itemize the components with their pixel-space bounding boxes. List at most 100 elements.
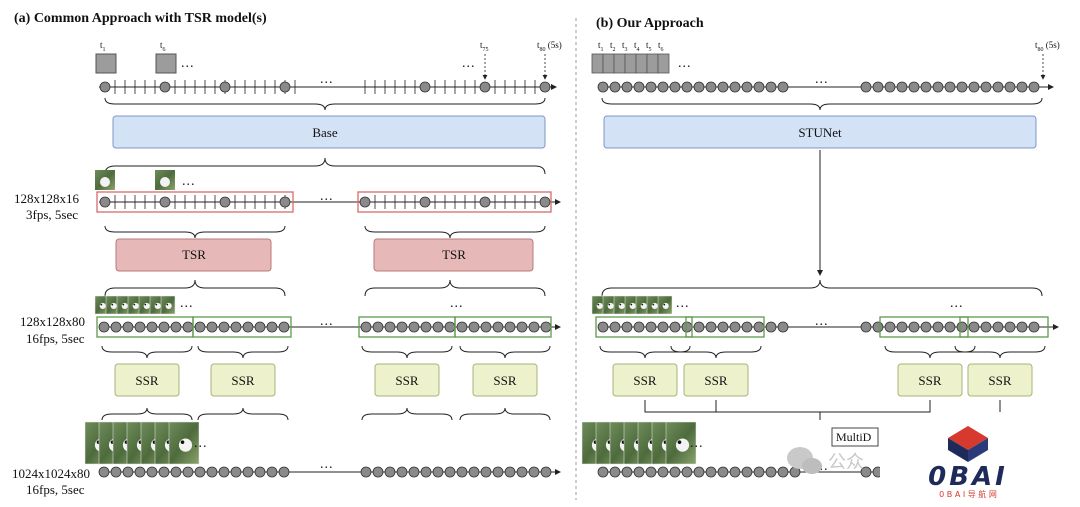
panda-eye	[100, 303, 103, 306]
right-green-group-3	[879, 316, 969, 338]
ssr-block	[612, 363, 678, 397]
brace-tsr2-out	[364, 279, 546, 297]
timeline-node	[266, 466, 278, 478]
left-row1-thumbs	[95, 170, 175, 190]
timeline-node	[516, 466, 528, 478]
left-timeline-4-ellipsis: ...	[320, 457, 334, 472]
timeline-node	[444, 321, 456, 333]
obai-logo: 0BAI 0 B A I 导 航 网	[928, 426, 1005, 499]
timeline-node	[681, 321, 693, 333]
left-red-group-2	[357, 191, 552, 213]
ssr-label: SSR	[395, 373, 418, 388]
res1-line2: 3fps, 5sec	[26, 207, 78, 222]
left-green-group-4	[454, 316, 552, 338]
right-row3-thumbs	[581, 421, 697, 465]
timeline-node	[956, 321, 968, 333]
panda-eye	[133, 303, 136, 306]
timeline-node	[944, 321, 956, 333]
timeline-node	[99, 196, 111, 208]
timeline-node	[492, 466, 504, 478]
timeline-node	[254, 321, 266, 333]
base-label: Base	[312, 125, 338, 140]
timeline-node	[360, 466, 372, 478]
res3-line2: 16fps, 5sec	[26, 482, 85, 497]
timeline-node	[218, 466, 230, 478]
right-ssr-merge	[644, 400, 1001, 420]
res1-line1: 128x128x16	[14, 191, 80, 206]
timeline-node	[968, 81, 980, 93]
multi-block	[831, 427, 879, 447]
panda-face	[165, 302, 172, 309]
tsr-block-1	[115, 238, 272, 272]
timeline-node	[741, 466, 753, 478]
ssr-label: SSR	[135, 373, 158, 388]
timeline-node	[278, 466, 290, 478]
right-timeline-1-ellipsis: ...	[815, 72, 829, 87]
panda-face	[143, 302, 150, 309]
logo-subtitle: 0 B A I 导 航 网	[939, 489, 997, 499]
right-keyframe	[657, 53, 670, 74]
timeline-node	[980, 81, 992, 93]
timeline-node	[504, 466, 516, 478]
right-keyframe	[646, 53, 659, 74]
logo-cube-right	[968, 438, 988, 462]
right-label-t2: t2	[610, 40, 616, 53]
ssr-brace-out	[197, 407, 289, 421]
left-timeline-3-ellipsis: ...	[320, 314, 334, 329]
timeline-node	[456, 466, 468, 478]
timeline-node	[254, 466, 266, 478]
timeline-node	[896, 321, 908, 333]
ssr-brace-in	[101, 345, 193, 359]
timeline-node	[242, 321, 254, 333]
panda-eye	[663, 303, 666, 306]
timeline-node	[396, 321, 408, 333]
timeline-node	[98, 466, 110, 478]
ssr-brace-in	[459, 345, 551, 359]
left-row3-thumbs	[84, 421, 200, 465]
timeline-node	[110, 466, 122, 478]
stunet-label: STUNet	[798, 125, 842, 140]
multi-label: MultiD	[836, 430, 872, 444]
label-t1: t1	[100, 40, 106, 53]
right-green-group-1	[595, 316, 693, 338]
timeline-node	[480, 466, 492, 478]
timeline-node	[516, 321, 528, 333]
timeline-node	[860, 81, 872, 93]
right-label-t4: t4	[634, 40, 640, 53]
panda-face	[160, 177, 170, 187]
timeline-node	[729, 81, 741, 93]
wechat-watermark: 公众	[787, 447, 864, 474]
panda-face	[651, 302, 658, 309]
timeline-node	[158, 321, 170, 333]
timeline-node	[1028, 321, 1040, 333]
right-row3-thumbs-ellipsis: ...	[690, 436, 704, 451]
timeline-node	[419, 81, 431, 93]
panda-eye	[122, 303, 125, 306]
ssr-brace-out	[101, 407, 193, 421]
timeline-node	[908, 321, 920, 333]
timeline-node	[194, 321, 206, 333]
left-timeline-4	[98, 466, 561, 478]
ssr-label: SSR	[918, 373, 941, 388]
timeline-node	[920, 321, 932, 333]
timeline-node	[372, 466, 384, 478]
panda-face	[596, 302, 603, 309]
timeline-node	[681, 81, 693, 93]
timeline-node	[992, 321, 1004, 333]
timeline-node	[110, 321, 122, 333]
timeline-node	[444, 466, 456, 478]
timeline-node	[206, 466, 218, 478]
panda-eye	[619, 303, 622, 306]
timeline-node	[396, 466, 408, 478]
panda-face	[662, 302, 669, 309]
timeline-node	[621, 321, 633, 333]
timeline-node	[860, 466, 872, 478]
timeline-node	[621, 466, 633, 478]
timeline-node	[777, 81, 789, 93]
left-keyframe-1	[95, 53, 117, 74]
timeline-node	[896, 81, 908, 93]
timeline-node	[681, 466, 693, 478]
timeline-node	[705, 321, 717, 333]
